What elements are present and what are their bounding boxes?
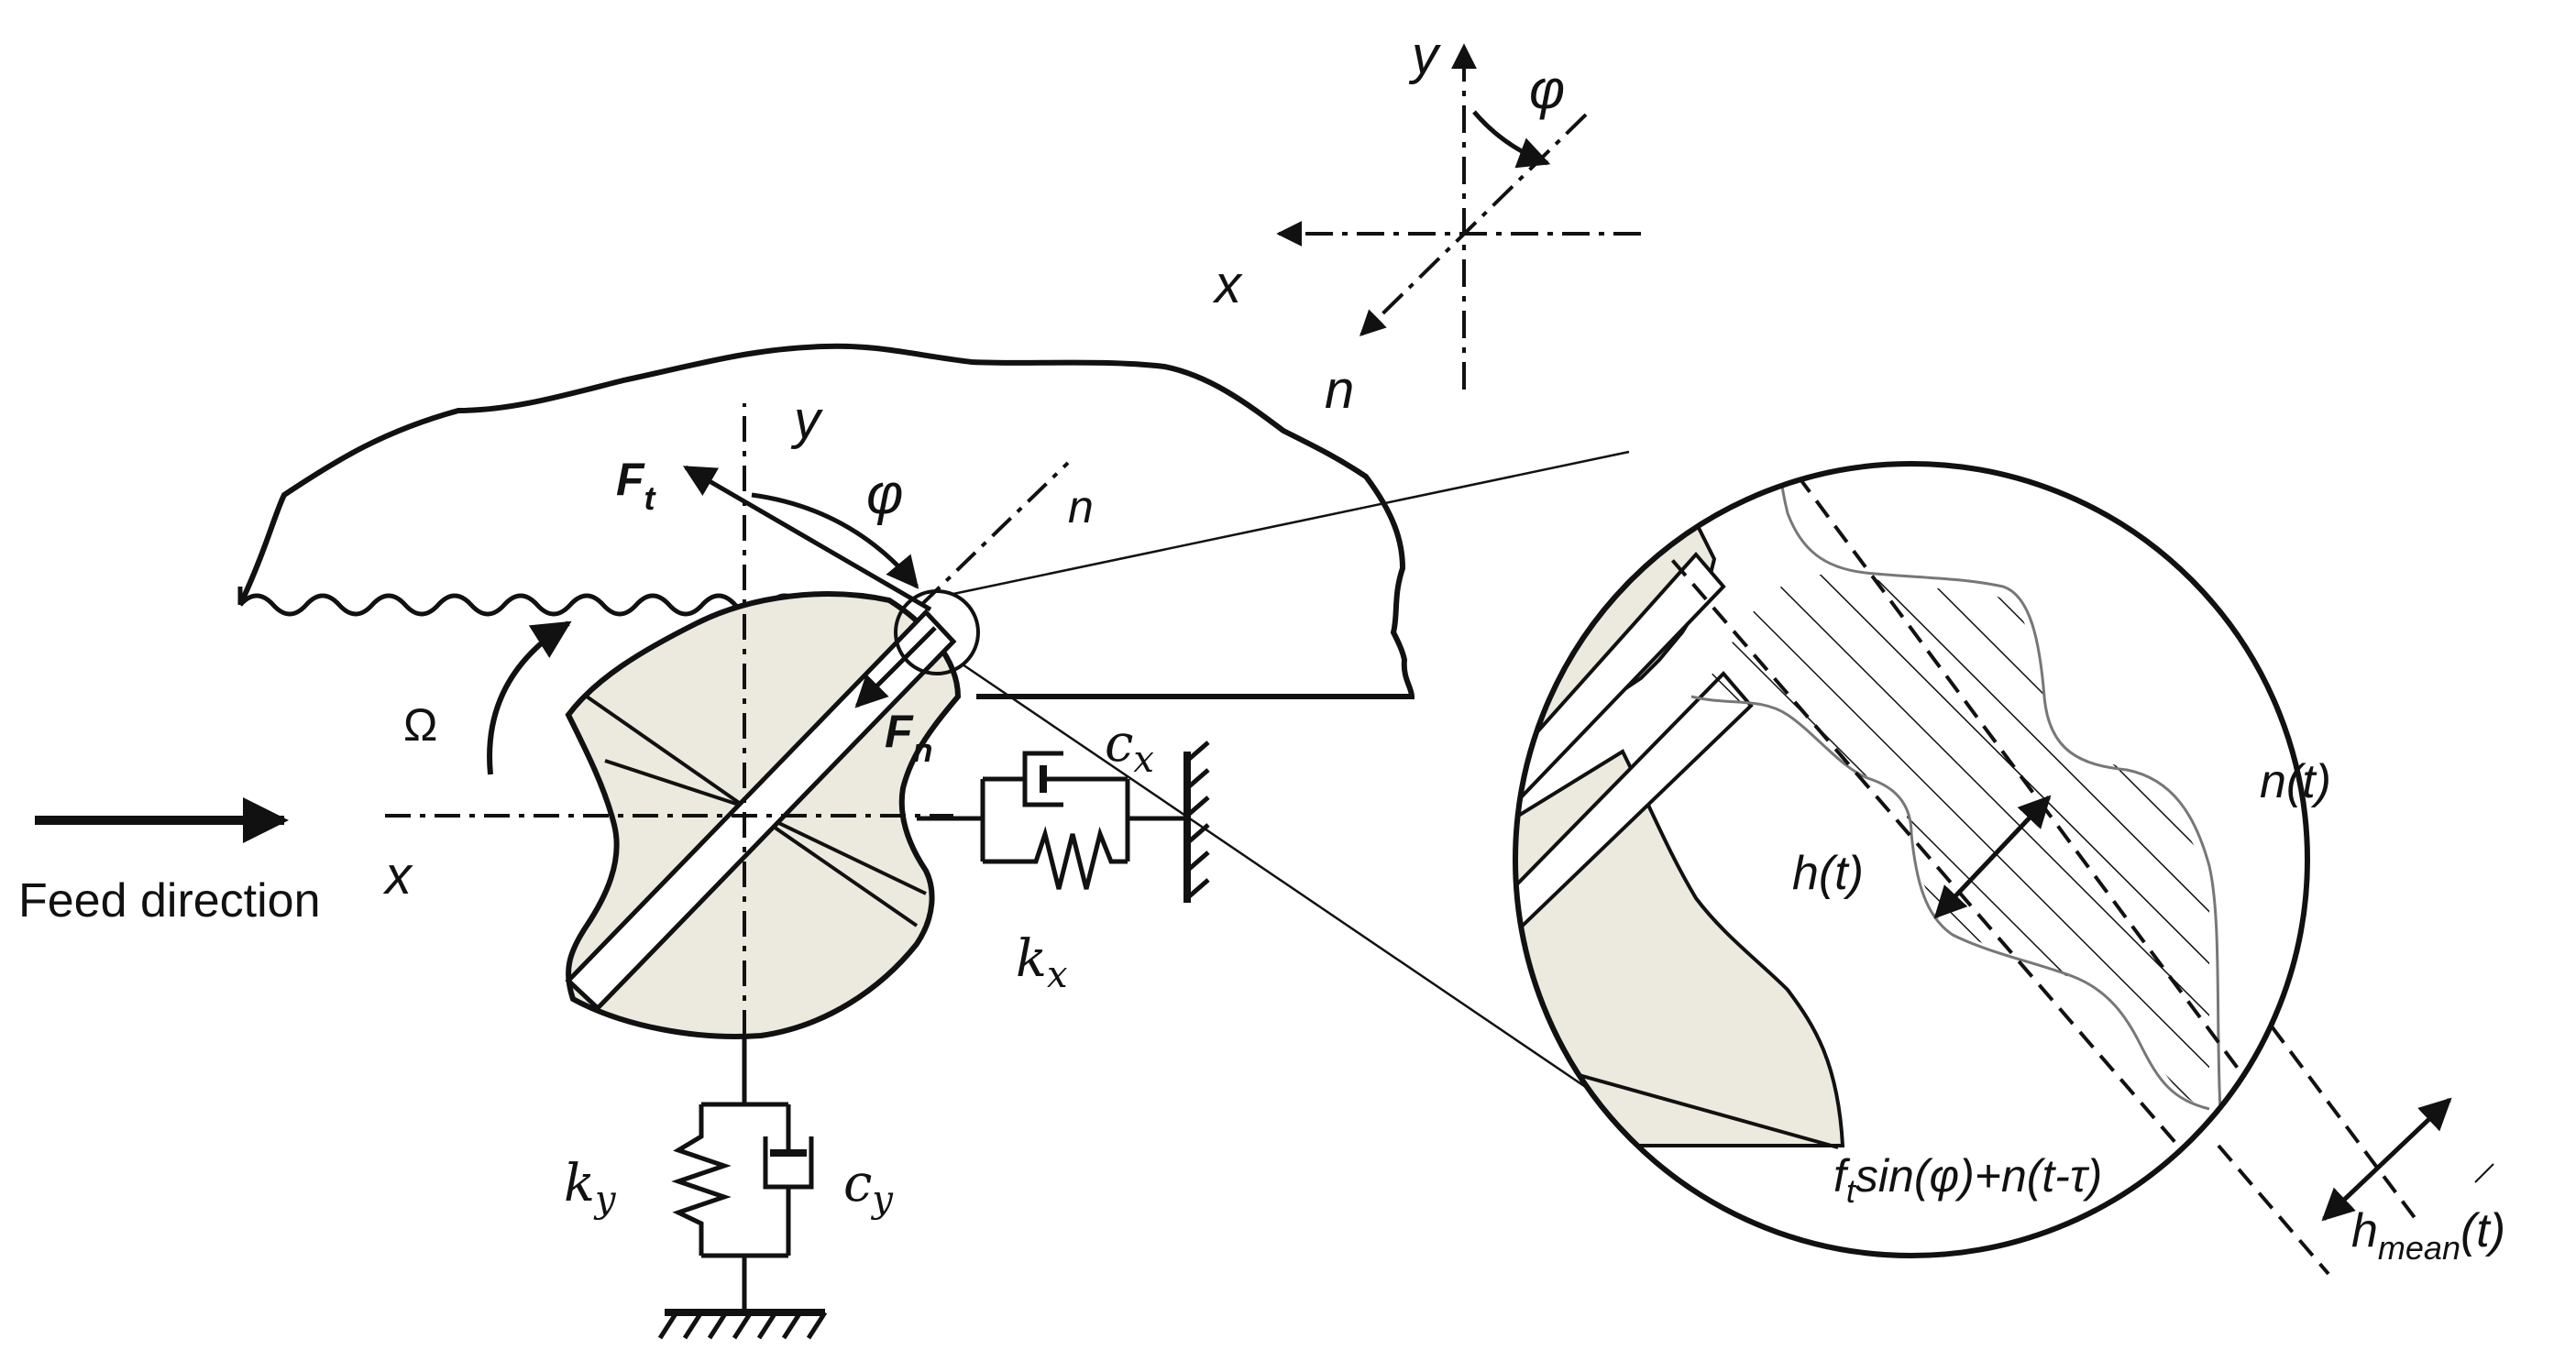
x-spring-damper bbox=[917, 741, 1210, 903]
chip-thickness-arrow bbox=[1933, 795, 2052, 919]
workpiece bbox=[237, 343, 1415, 699]
current-surface bbox=[1690, 695, 2210, 1111]
force-fn-label: Fn bbox=[885, 706, 933, 769]
spindle-rotation-arc bbox=[487, 620, 572, 775]
y-spring-damper bbox=[657, 1036, 828, 1340]
previous-surface-label: ftsin(φ)+n(t-τ) bbox=[1833, 1150, 2102, 1210]
main-phi-label: φ bbox=[866, 463, 903, 526]
inset-y-label: y bbox=[1408, 26, 1441, 85]
main-n-label: n bbox=[1068, 481, 1094, 532]
damper-y-label: cy bbox=[843, 1154, 894, 1221]
main-x-label: x bbox=[382, 846, 413, 906]
inset-phi-label: φ bbox=[1529, 59, 1565, 120]
force-ft-label: Ft bbox=[616, 454, 657, 517]
force-fn-arrow bbox=[854, 626, 937, 708]
main-y-label: y bbox=[790, 390, 823, 450]
axis-inset: y φ x n bbox=[1212, 26, 1641, 420]
main-n-axis bbox=[919, 461, 1070, 607]
cutter-insert bbox=[565, 609, 957, 1012]
inset-n-axis bbox=[1359, 113, 1588, 336]
main-angle-arc bbox=[751, 492, 919, 589]
zoom-line-top bbox=[952, 450, 1630, 596]
damper-x-label: cx bbox=[1105, 714, 1154, 781]
inset-n-label: n bbox=[1325, 360, 1354, 420]
normal-displacement-label: n(t) bbox=[2260, 755, 2331, 808]
zoom-line-bottom bbox=[962, 663, 1616, 1109]
detail-tool-lower bbox=[1515, 749, 1845, 1147]
spring-y-label: ky bbox=[564, 1154, 617, 1221]
inset-x-label: x bbox=[1212, 255, 1243, 314]
inset-angle-arc bbox=[1472, 110, 1551, 169]
spindle-speed-label: Ω bbox=[403, 699, 437, 751]
mean-thickness-arrow bbox=[2324, 1095, 2443, 1100]
previous-surface bbox=[1767, 464, 2225, 1156]
feed-direction-label: Feed direction bbox=[18, 874, 321, 927]
detail-marker-circle bbox=[894, 589, 980, 675]
magnified-circle bbox=[1513, 461, 2310, 1258]
mean-line-1 bbox=[1722, 464, 2307, 1256]
mean-thickness-label: hmean(t) bbox=[2351, 1204, 2505, 1267]
mean-thickness-arrow-line bbox=[2321, 1097, 2452, 1222]
spring-x-label: kx bbox=[1016, 929, 1068, 996]
chip-thickness-label: h(t) bbox=[1792, 847, 1864, 900]
